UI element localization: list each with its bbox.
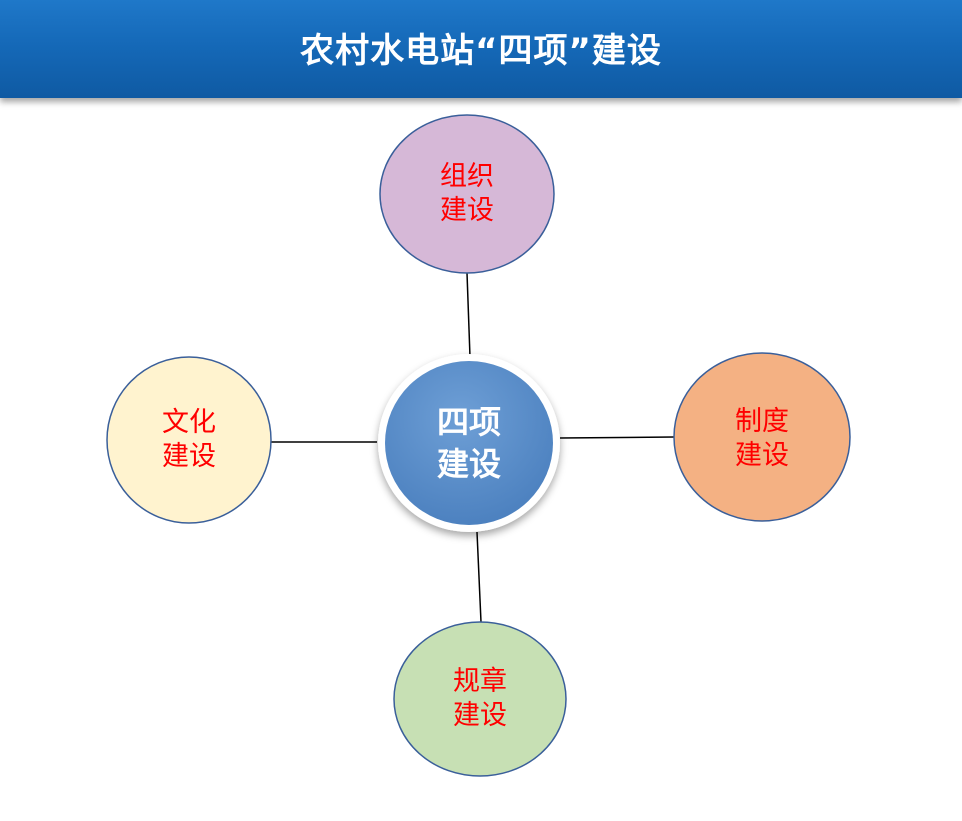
node-top-circle	[379, 114, 555, 274]
node-bottom-circle	[393, 621, 567, 777]
center-node-circle	[385, 361, 553, 525]
node-right-circle	[673, 352, 851, 522]
connector-top	[466, 272, 471, 358]
header-bar: 农村水电站“四项”建设	[0, 0, 962, 98]
node-left-circle	[106, 356, 272, 524]
page-title: 农村水电站“四项”建设	[300, 30, 662, 71]
connector-right	[559, 436, 675, 439]
connector-bottom	[476, 531, 482, 623]
